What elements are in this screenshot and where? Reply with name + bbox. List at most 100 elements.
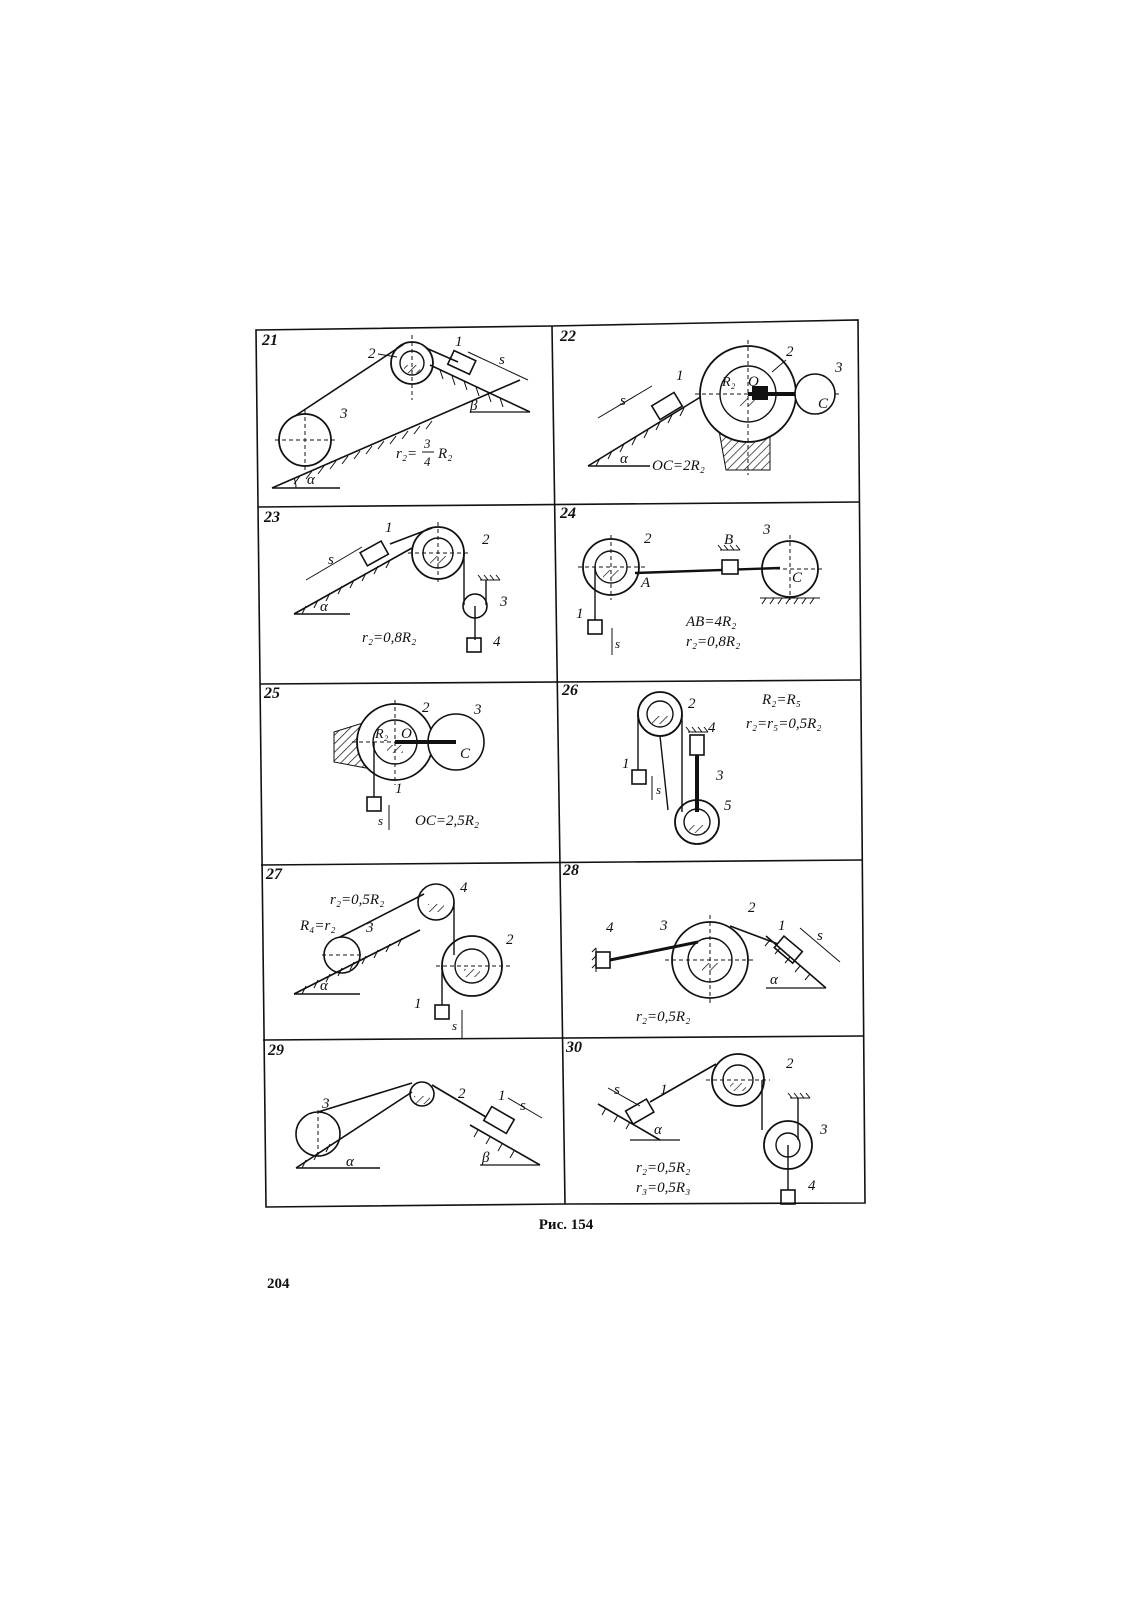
panel-26: 26 2 1 s 4 3 5 R₂=R₅ r₂=r₅=0,5R₂ xyxy=(561,682,821,845)
label-3: 3 xyxy=(659,918,668,934)
label-2: 2 xyxy=(482,532,490,548)
label-2: 2 xyxy=(786,1056,794,1072)
label-1: 1 xyxy=(660,1082,668,1098)
label-3: 3 xyxy=(819,1122,828,1138)
formula-1: r₂=0,5R₂ xyxy=(330,892,384,908)
formula-1: R₂=R₅ xyxy=(761,692,801,708)
formula-1: AB=4R₂ xyxy=(685,614,736,630)
angle-alpha: α xyxy=(307,472,316,488)
label-s: s xyxy=(520,1098,526,1114)
formula: r₂=0,5R₂ xyxy=(636,1009,690,1025)
panel-number: 29 xyxy=(267,1042,284,1059)
panel-number: 27 xyxy=(265,866,283,883)
panel-number: 30 xyxy=(565,1039,582,1056)
label-2: 2 xyxy=(422,700,430,716)
label-s: s xyxy=(452,1018,457,1033)
formula-2: r₂=r₅=0,5R₂ xyxy=(746,716,821,732)
label-3: 3 xyxy=(762,522,771,538)
label-4: 4 xyxy=(493,634,501,650)
label-3: 3 xyxy=(473,702,482,718)
label-R2: R₂ xyxy=(721,375,736,390)
label-1: 1 xyxy=(576,606,584,622)
label-1: 1 xyxy=(498,1088,506,1104)
label-4: 4 xyxy=(460,880,468,896)
label-4: 4 xyxy=(808,1178,816,1194)
angle-alpha: α xyxy=(320,978,329,994)
panel-27: 27 α 3 4 2 1 s r₂=0,5R₂ R₄=r₂ xyxy=(265,866,514,1038)
label-1: 1 xyxy=(622,756,630,772)
label-3: 3 xyxy=(321,1096,330,1112)
angle-beta: β xyxy=(469,398,478,414)
label-C: C xyxy=(818,396,829,412)
label-s: s xyxy=(378,813,383,828)
page-number: 204 xyxy=(267,1276,290,1292)
panel-21: 21 α β 3 2 1 s r₂= 3 4 xyxy=(261,332,531,489)
label-1: 1 xyxy=(395,781,403,797)
panel-number: 25 xyxy=(263,685,280,702)
label-5: 5 xyxy=(724,798,732,814)
label-s: s xyxy=(328,552,334,568)
label-O: O xyxy=(401,726,412,742)
label-3: 3 xyxy=(499,594,508,610)
panel-30: 30 α 1 s 2 3 4 r₂=0,5R₂ r₃=0,5R₃ xyxy=(565,1039,828,1205)
label-A: A xyxy=(640,575,651,591)
label-C: C xyxy=(792,570,803,586)
formula-frac-num: 3 xyxy=(423,436,431,451)
label-R2: R₂ xyxy=(374,727,389,742)
label-2: 2 xyxy=(506,932,514,948)
panel-29: 29 α 3 2 β 1 s xyxy=(267,1042,543,1170)
label-1: 1 xyxy=(676,368,684,384)
label-2: 2 xyxy=(458,1086,466,1102)
angle-alpha: α xyxy=(320,599,329,615)
label-3: 3 xyxy=(715,768,724,784)
panel-25: 25 R₂ O 2 C 3 1 s OC=2,5R₂ xyxy=(263,685,485,830)
angle-alpha: α xyxy=(620,451,629,467)
formula-rhs: R₂ xyxy=(437,446,452,462)
panel-28: 28 4 3 2 α 1 s r₂=0,5R₂ xyxy=(562,862,841,1025)
label-1: 1 xyxy=(385,520,393,536)
panel-number: 23 xyxy=(263,509,280,526)
formula: r₂=0,8R₂ xyxy=(362,630,416,646)
formula-2: R₄=r₂ xyxy=(299,918,336,934)
label-2: 2 xyxy=(644,531,652,547)
formula-2: r₃=0,5R₃ xyxy=(636,1180,690,1196)
label-3: 3 xyxy=(339,406,348,422)
angle-alpha: α xyxy=(654,1122,663,1138)
angle-alpha: α xyxy=(770,972,779,988)
label-4: 4 xyxy=(708,720,716,736)
label-2: 2 xyxy=(688,696,696,712)
label-1: 1 xyxy=(455,334,463,350)
label-3: 3 xyxy=(834,360,843,376)
label-C: C xyxy=(460,746,471,762)
panel-number: 26 xyxy=(561,682,578,699)
label-s: s xyxy=(499,352,505,368)
label-s: s xyxy=(817,928,823,944)
panel-22: 22 α 1 s R₂ O 2 C 3 OC=2R₂ xyxy=(559,328,843,475)
angle-alpha: α xyxy=(346,1154,355,1170)
label-s: s xyxy=(656,782,661,797)
panel-number: 28 xyxy=(562,862,579,879)
formula-1: r₂=0,5R₂ xyxy=(636,1160,690,1176)
panel-number: 22 xyxy=(559,328,576,345)
label-s: s xyxy=(620,393,626,409)
formula-frac-den: 4 xyxy=(424,454,431,469)
label-2: 2 xyxy=(748,900,756,916)
panel-23: 23 α 1 s 2 3 4 r₂=0,8R₂ xyxy=(263,509,508,653)
label-2: 2 xyxy=(368,346,376,362)
label-s: s xyxy=(614,1082,620,1098)
label-4: 4 xyxy=(606,920,614,936)
label-1: 1 xyxy=(778,918,786,934)
figure-caption: Рис. 154 xyxy=(538,1217,594,1233)
label-s: s xyxy=(615,636,620,651)
formula-2: r₂=0,8R₂ xyxy=(686,634,740,650)
label-2: 2 xyxy=(786,344,794,360)
formula: OC=2,5R₂ xyxy=(415,813,479,829)
formula: OC=2R₂ xyxy=(652,458,705,474)
panel-number: 24 xyxy=(559,505,576,522)
label-O: O xyxy=(748,374,759,390)
panel-grid xyxy=(255,319,866,1208)
label-1: 1 xyxy=(414,996,422,1012)
panel-number: 21 xyxy=(261,332,278,349)
